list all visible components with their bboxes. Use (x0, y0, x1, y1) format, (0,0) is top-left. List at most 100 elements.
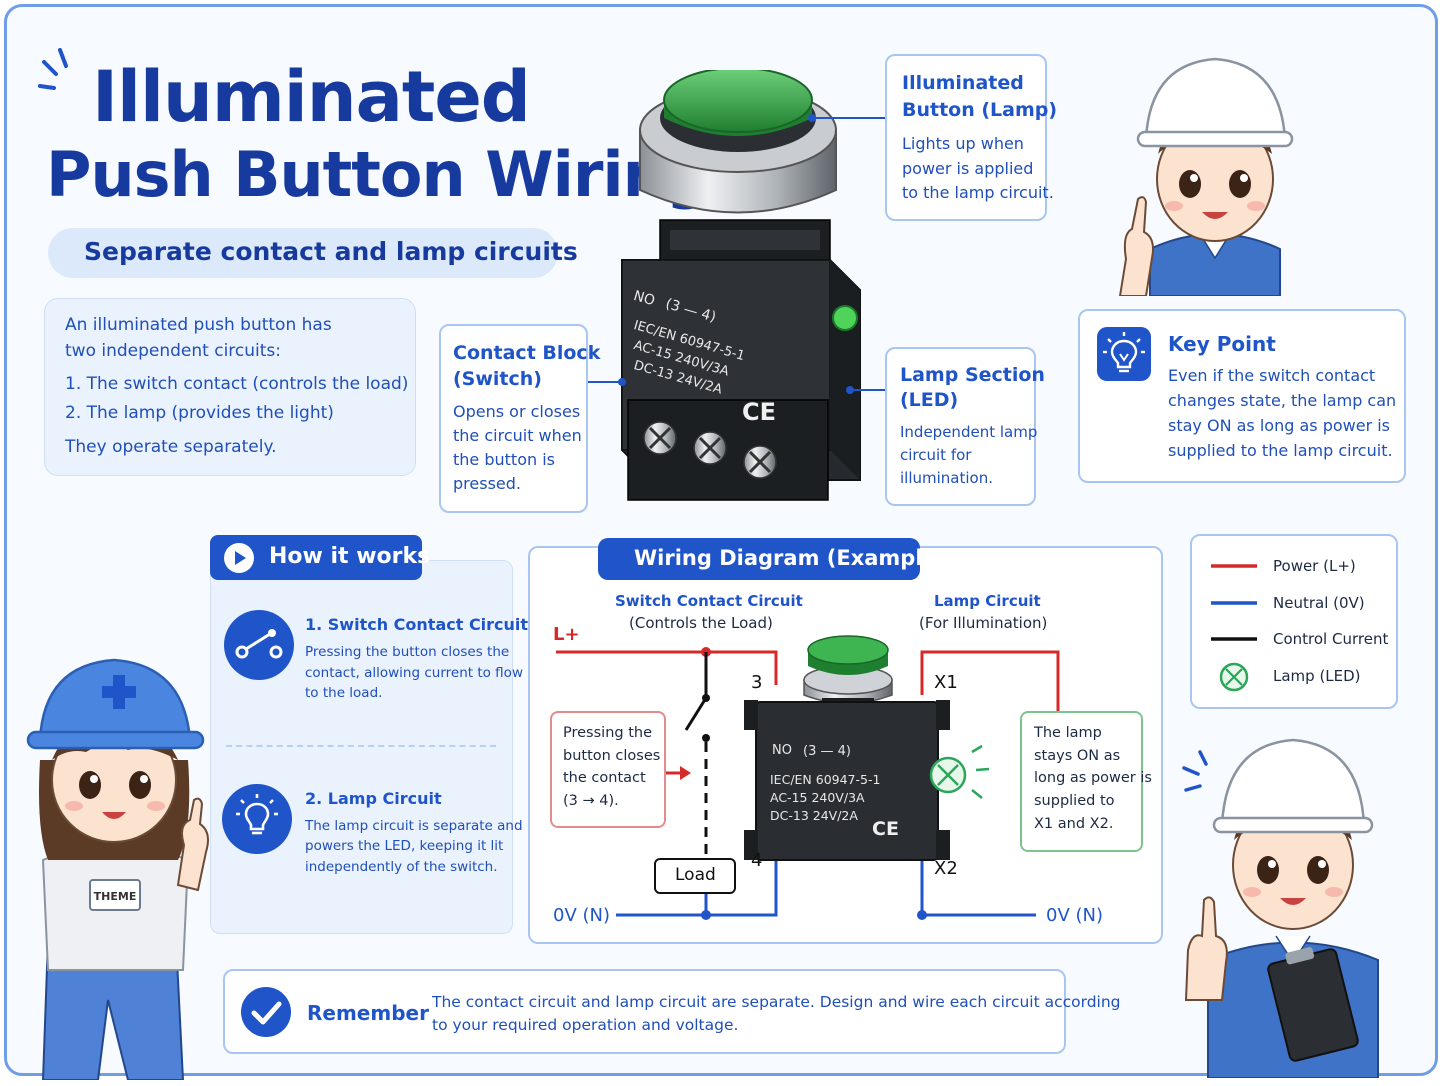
key-point-text1: Even if the switch contact (1168, 366, 1376, 385)
label-terminal-3: 3 (751, 672, 763, 693)
remember-text1: The contact circuit and lamp circuit are… (432, 993, 1121, 1011)
lamp-note-line1: The lamp (1034, 725, 1102, 741)
switch-circuit-sub: (Controls the Load) (629, 614, 773, 632)
callout-lamp-section (885, 347, 1036, 506)
callout-contact-text2: the circuit when (453, 426, 582, 445)
legend-card (1190, 534, 1398, 709)
intro-line2: two independent circuits: (65, 341, 282, 361)
step1-text2: contact, allowing current to flow (305, 665, 523, 681)
worker-badge-text: THEME (94, 890, 137, 903)
lamp-circuit-sub: (For Illumination) (919, 614, 1048, 632)
terminal-screws (643, 421, 777, 479)
how-it-works-title: How it works (269, 544, 431, 569)
diagram-device-dc: DC-13 24V/2A (770, 808, 858, 823)
callout-lamp-button-title1: Illuminated (902, 72, 1024, 94)
callout-contact-text3: the button is (453, 450, 555, 469)
callout-lamp-section-text3: illumination. (900, 469, 993, 487)
subtitle-pill (48, 228, 558, 278)
intro-closing: They operate separately. (65, 437, 277, 457)
press-note-line1: Pressing the (563, 725, 652, 741)
callout-contact-text4: pressed. (453, 474, 521, 493)
lamp-note (1020, 711, 1143, 852)
lamp-circuit-title: Lamp Circuit (934, 592, 1041, 610)
key-point-text4: supplied to the lamp circuit. (1168, 441, 1393, 460)
load-box (654, 858, 736, 894)
title-line1: Illuminated (92, 56, 531, 138)
legend-lamp-label: Lamp (LED) (1273, 667, 1361, 685)
switch-icon (235, 629, 283, 659)
step1-text1: Pressing the button closes the (305, 644, 510, 660)
legend-power-label: Power (L+) (1273, 557, 1356, 575)
load-label: Load (675, 865, 716, 885)
label-terminal-4: 4 (751, 850, 763, 871)
lightbulb-icon (1103, 332, 1145, 373)
callout-lamp-button-text1: Lights up when (902, 134, 1024, 153)
sparkle-icon (38, 48, 68, 90)
push-button-device (621, 70, 861, 501)
callout-lamp-section-text1: Independent lamp (900, 423, 1038, 441)
play-icon (224, 543, 254, 573)
step2-text2: powers the LED, keeping it lit (305, 838, 504, 854)
callout-lamp-section-text2: circuit for (900, 446, 972, 464)
remember-text2: to your required operation and voltage. (432, 1016, 739, 1034)
step1-text3: to the load. (305, 685, 383, 701)
press-note (550, 711, 666, 828)
worker-character-top-right (1118, 57, 1294, 296)
sparkle-icon (1182, 750, 1208, 792)
step2-text1: The lamp circuit is separate and (305, 818, 523, 834)
step1-icon-circle (224, 610, 294, 680)
callout-lamp-button-text3: to the lamp circuit. (902, 183, 1054, 202)
step2-title: 2. Lamp Circuit (305, 789, 442, 808)
switch-circuit-title: Switch Contact Circuit (615, 592, 803, 610)
callout-contact-block (439, 324, 588, 513)
label-terminal-x2: X2 (934, 858, 958, 879)
wiring-diagram-header (598, 538, 920, 580)
wiring-diagram-title: Wiring Diagram (Example) (634, 546, 947, 570)
key-point-text2: changes state, the lamp can (1168, 391, 1397, 410)
lamp-note-line2: stays ON as (1034, 748, 1121, 764)
callout-lamp-section-title2: (LED) (900, 389, 959, 411)
subtitle: Separate contact and lamp circuits (84, 237, 578, 266)
intro-line1: An illuminated push button has (65, 315, 332, 335)
diagram-device-contacts: (3 — 4) (803, 744, 851, 759)
diagram-device-standard: IEC/EN 60947-5-1 (770, 772, 881, 787)
label-0v-left: 0V (N) (553, 905, 610, 926)
key-point-text3: stay ON as long as power is (1168, 416, 1391, 435)
worker-character-bottom-left: THEME (26, 658, 209, 1080)
press-note-line4: (3 → 4). (563, 793, 619, 809)
callout-contact-title1: Contact Block (453, 342, 601, 364)
step2-text3: independently of the switch. (305, 859, 498, 875)
diagram-device-no: NO (772, 743, 792, 758)
lamp-note-line3: long as power is (1034, 770, 1152, 786)
intro-item2: 2. The lamp (provides the light) (65, 403, 334, 423)
legend-control-label: Control Current (1273, 630, 1389, 648)
step-divider (226, 745, 496, 747)
callout-lamp-section-title1: Lamp Section (900, 364, 1045, 386)
device-ce-mark: CE (742, 398, 777, 426)
checkmark-icon (241, 987, 291, 1037)
worker-character-bottom-right (1184, 738, 1379, 1078)
label-0v-right: 0V (N) (1046, 905, 1103, 926)
callout-lamp-button-text2: power is applied (902, 159, 1034, 178)
press-note-line3: the contact (563, 770, 646, 786)
label-terminal-x1: X1 (934, 672, 958, 693)
callout-lamp-button-title2: Button (Lamp) (902, 99, 1058, 121)
intro-item1: 1. The switch contact (controls the load… (65, 374, 409, 394)
lightbulb-icon (236, 794, 278, 835)
diagram-device-ce: CE (872, 818, 899, 840)
diagram-device-ac: AC-15 240V/3A (770, 790, 865, 805)
legend-swatches (1211, 564, 1257, 692)
callout-contact-title2: (Switch) (453, 368, 542, 390)
callout-lamp-button (885, 54, 1047, 221)
remember-label: Remember (307, 1001, 429, 1025)
legend-neutral-label: Neutral (0V) (1273, 594, 1365, 612)
intro-card (44, 298, 416, 476)
remember-card (223, 969, 1066, 1054)
title-line2: Push Button Wiring (46, 138, 710, 211)
press-note-line2: button closes (563, 748, 661, 764)
step1-title: 1. Switch Contact Circuit (305, 615, 529, 634)
lamp-note-line5: X1 and X2. (1034, 816, 1114, 832)
